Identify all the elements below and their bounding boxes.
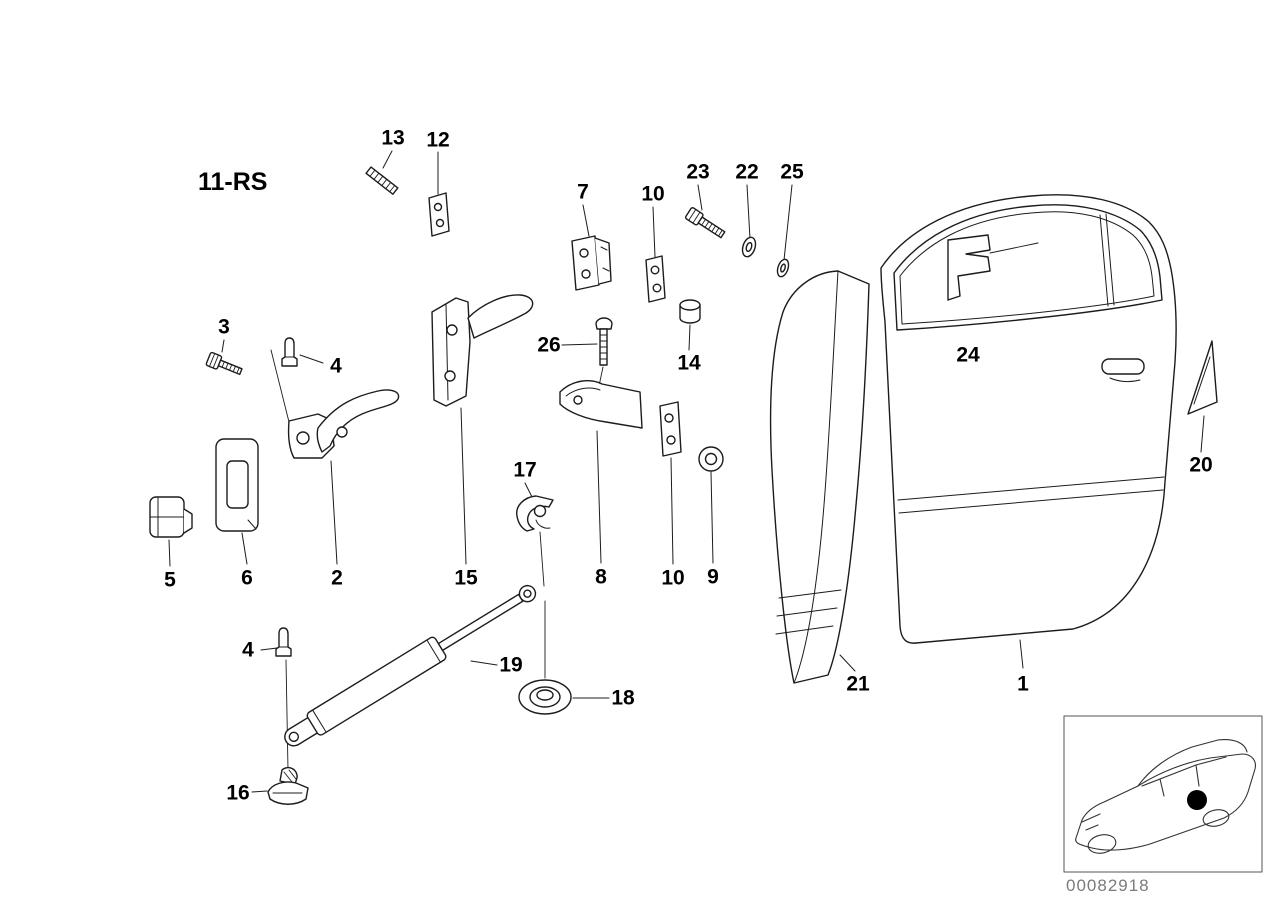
part-9-nut-drawing [698, 446, 724, 472]
part-10-plate-lower-drawing [659, 401, 682, 457]
part-22-washer-drawing [741, 236, 757, 258]
callout-9: 9 [707, 565, 719, 589]
location-dot [1187, 790, 1207, 810]
part-8-bracket-drawing [559, 380, 643, 429]
part-13-stud-drawing [365, 166, 399, 195]
callout-4-lower: 4 [242, 638, 254, 662]
part-16-clip-drawing [267, 766, 309, 805]
part-18-grommet-drawing [518, 679, 572, 715]
callout-1: 1 [1017, 672, 1029, 696]
part-7-hinge-drawing [571, 235, 612, 291]
callout-6: 6 [241, 566, 253, 590]
part-4-pin-lower-drawing [275, 627, 292, 657]
callout-25: 25 [780, 160, 804, 184]
callout-12: 12 [426, 128, 450, 152]
part-5-clip-drawing [149, 496, 193, 538]
part-14-bushing-drawing [679, 299, 701, 324]
callout-3: 3 [218, 315, 230, 339]
part-15-hinge-drawing [431, 294, 534, 407]
diagram-code: 11-RS [198, 168, 268, 196]
part-3-screw-drawing [205, 351, 243, 376]
part-26-screw-drawing [595, 317, 613, 366]
callout-13: 13 [381, 126, 405, 150]
callout-23: 23 [686, 160, 710, 184]
part-20-corner-trim-drawing [1187, 340, 1218, 415]
callout-8: 8 [595, 565, 607, 589]
callout-21: 21 [846, 672, 870, 696]
part-21-trim-drawing [769, 270, 870, 684]
part-19-gas-strut-drawing [284, 584, 537, 747]
callout-18: 18 [611, 686, 635, 710]
callout-10-lower: 10 [661, 566, 685, 590]
doc-number: 00082918 [1066, 876, 1150, 895]
part-12-plate-drawing [428, 192, 450, 237]
part-17-clip-drawing [516, 495, 554, 532]
callout-4-upper: 4 [330, 354, 342, 378]
callout-17: 17 [513, 458, 537, 482]
callout-26: 26 [537, 333, 561, 357]
part-25-washer-drawing [776, 258, 790, 278]
callout-2: 2 [331, 566, 343, 590]
part-1-door-drawing [880, 194, 1177, 644]
part-6-bracket-drawing [215, 438, 259, 532]
part-4-pin-upper-drawing [281, 337, 298, 367]
car-thumbnail [1063, 715, 1263, 873]
callout-10-upper: 10 [641, 182, 665, 206]
construction-lines [270, 349, 604, 771]
part-2-door-check-drawing [287, 389, 400, 459]
callout-14: 14 [677, 351, 701, 375]
callout-16: 16 [226, 781, 250, 805]
callout-7: 7 [577, 180, 589, 204]
door-handle [1101, 358, 1145, 375]
callout-20: 20 [1189, 453, 1213, 477]
callout-19: 19 [499, 653, 523, 677]
part-10-plate-upper-drawing [645, 255, 666, 303]
part-23-bolt-drawing [684, 207, 726, 239]
car-outline [1075, 739, 1256, 854]
callout-15: 15 [454, 566, 478, 590]
callout-24: 24 [956, 343, 980, 367]
part-24-bracket-drawing [947, 234, 1039, 301]
callout-22: 22 [735, 160, 759, 184]
callout-5: 5 [164, 568, 176, 592]
